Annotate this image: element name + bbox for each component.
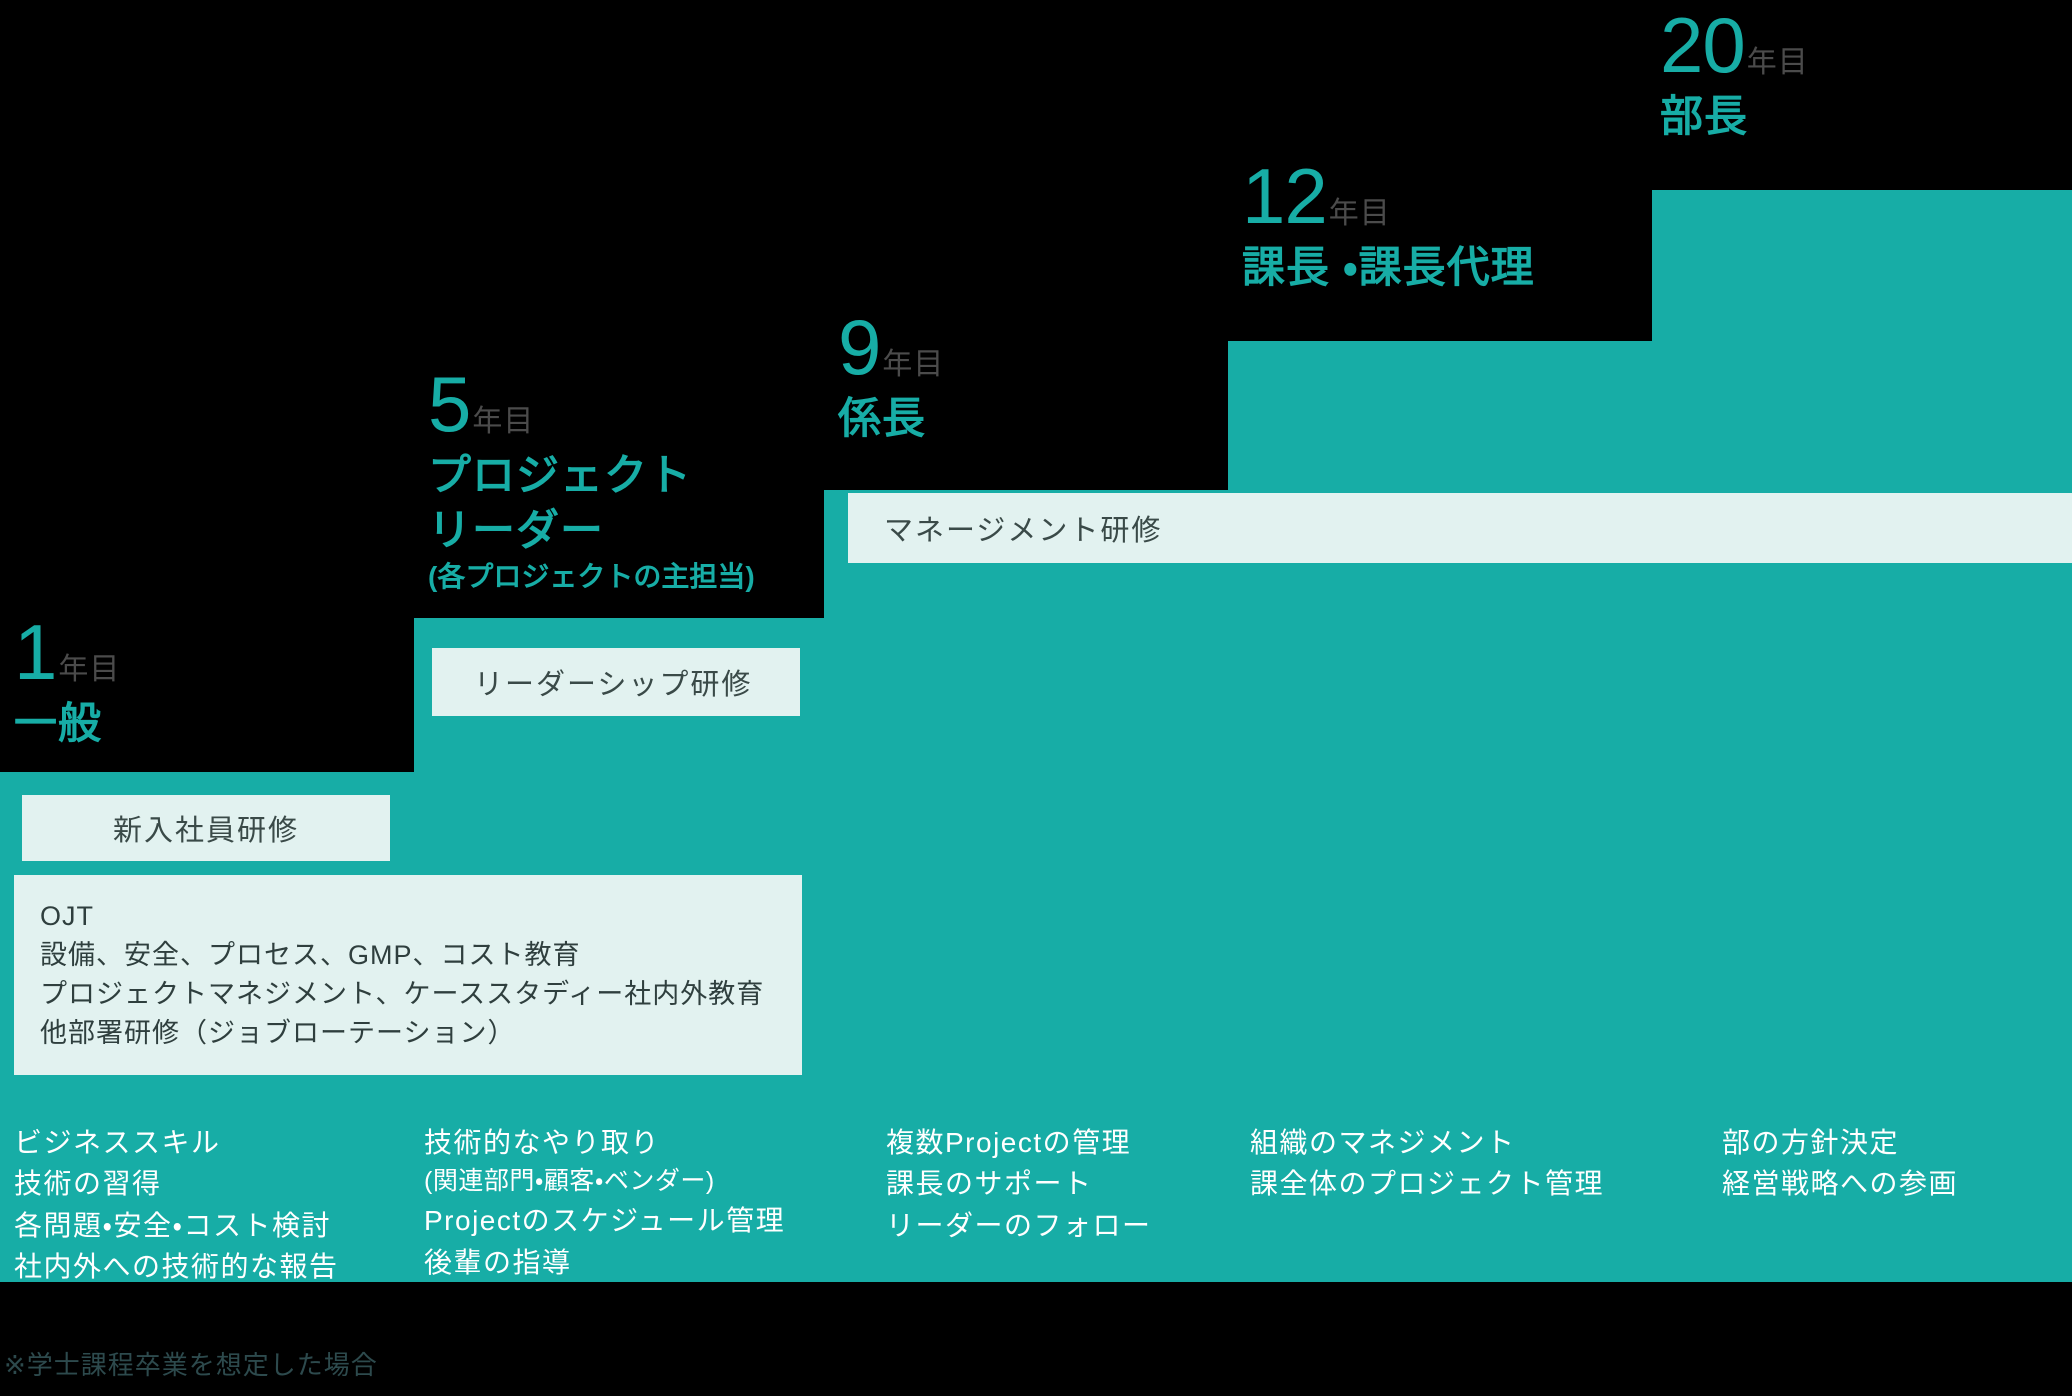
ojt-box: OJT 設備、安全、プロセス、GMP、コスト教育 プロジェクトマネジメント、ケー… [14,875,802,1075]
training-bar-management-label: マネージメント研修 [884,515,1163,547]
skill-line: ビジネススキル [14,1127,221,1158]
step-2-title-line1: プロジェクト [428,452,692,500]
step-label-1: 1年目 一般 [14,613,120,752]
step-5-year: 20年目 [1660,6,1809,84]
skill-line: 技術的なやり取り [424,1127,661,1158]
training-bar-leadership-label: リーダーシップ研修 [474,669,753,701]
skill-line: (関連部門・顧客・ベンダー) [424,1167,715,1196]
step-4-year-unit: 年目 [1328,197,1391,230]
step-label-2: 5年目 プロジェクト リーダー (各プロジェクトの主担当) [428,365,755,595]
skill-line: 経営戦略への参画 [1722,1168,1959,1200]
skill-line: Projectのスケジュール管理 [424,1205,786,1237]
skill-line: 後輩の指導 [424,1246,572,1278]
step-3-year-unit: 年目 [882,348,945,381]
skill-line: 技術の習得 [14,1168,162,1200]
ojt-line: OJT [40,901,94,931]
ojt-line: プロジェクトマネジメント、ケーススタディー社内外教育 [40,979,765,1010]
training-bar-management: マネージメント研修 [848,493,2072,563]
skill-line: 課全体のプロジェクト管理 [1250,1168,1605,1200]
step-block-5 [1652,190,2072,1282]
skill-column-3: 複数Projectの管理 課長のサポート リーダーのフォロー [886,1122,1152,1246]
step-2-year: 5年目 [428,365,755,443]
skill-line: リーダーのフォロー [886,1209,1152,1241]
footnote: ※学士課程卒業を想定した場合 [4,1350,378,1380]
step-2-year-number: 5 [428,360,471,448]
step-4-year-number: 12 [1242,152,1328,240]
step-5-year-number: 20 [1660,1,1746,89]
skill-line: 部の方針決定 [1722,1127,1900,1158]
step-3-year-number: 9 [838,303,881,391]
skill-column-4: 組織のマネジメント 課全体のプロジェクト管理 [1250,1122,1604,1205]
step-4-year: 12年目 [1242,157,1535,235]
step-1-year: 1年目 [14,613,120,691]
step-3-year: 9年目 [838,308,944,386]
step-label-3: 9年目 係長 [838,308,944,447]
skill-column-5: 部の方針決定 経営戦略への参画 [1722,1122,1958,1205]
step-label-5: 20年目 部長 [1660,6,1809,145]
skill-column-2: 技術的なやり取り (関連部門・顧客・ベンダー) Projectのスケジュール管理… [424,1122,785,1283]
step-2-subtitle: (各プロジェクトの主担当) [428,561,755,593]
step-1-year-number: 1 [14,608,57,696]
training-bar-newcomer-label: 新入社員研修 [112,815,299,847]
skill-line: 各問題・安全・コスト検討 [14,1209,332,1241]
step-2-title-line2: リーダー [428,507,604,556]
step-block-3 [824,490,1228,1282]
step-5-year-unit: 年目 [1746,46,1809,79]
training-bar-leadership: リーダーシップ研修 [432,648,800,716]
skill-column-1: ビジネススキル 技術の習得 各問題・安全・コスト検討 社内外への技術的な報告 [14,1122,339,1288]
step-2-year-unit: 年目 [472,405,535,438]
skill-line: 社内外への技術的な報告 [14,1251,339,1283]
step-3-title: 係長 [838,395,926,443]
step-5-title: 部長 [1660,93,1748,141]
step-label-4: 12年目 課長 ・課長代理 [1242,157,1535,296]
step-1-title: 一般 [14,700,102,748]
step-1-year-unit: 年目 [58,653,121,686]
ojt-line: 他部署研修（ジョブローテーション） [40,1018,516,1049]
step-4-title: 課長 ・課長代理 [1242,244,1535,292]
skill-line: 複数Projectの管理 [886,1127,1132,1158]
ojt-line: 設備、安全、プロセス、GMP、コスト教育 [40,940,581,971]
skill-line: 組織のマネジメント [1250,1127,1516,1158]
skill-line: 課長のサポート [886,1168,1093,1200]
training-bar-newcomer: 新入社員研修 [22,795,390,861]
